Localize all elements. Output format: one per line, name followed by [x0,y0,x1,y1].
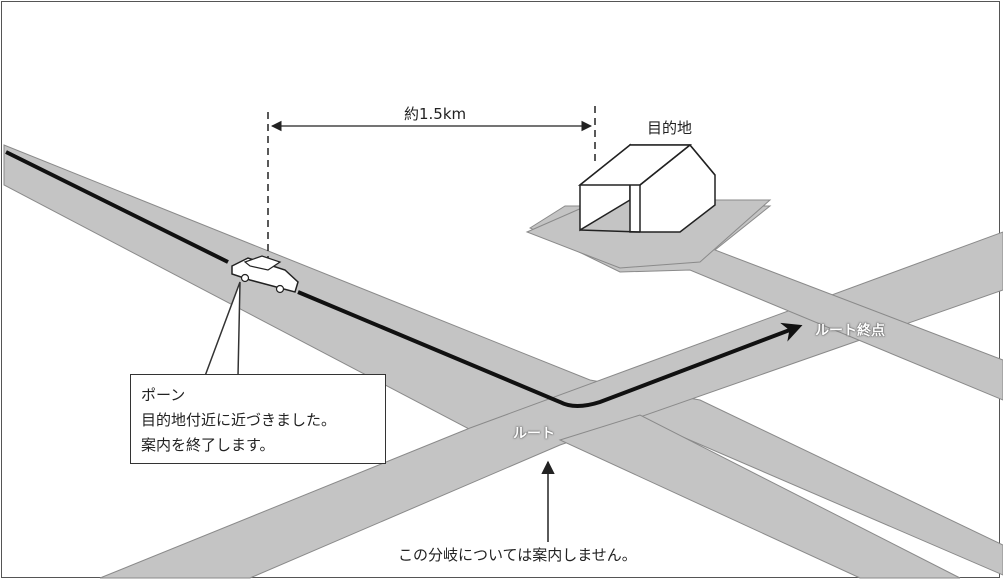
route-line [5,150,795,408]
callout-line-approaching: 目的地付近に近づきました。 [141,411,337,429]
route-end-label: ルート終点 [815,323,885,339]
cross-road [99,231,1003,579]
main-road [3,144,1003,576]
car-icon [231,255,299,294]
destination-house-icon [577,143,716,233]
distance-dimension [267,106,596,258]
route-label: ルート [513,426,555,442]
callout-line-ending: 案内を終了します。 [141,436,275,454]
branch-note-label: この分岐については案内しません。 [398,546,637,564]
destination-label: 目的地 [647,119,693,137]
distance-label: 約1.5km [404,105,467,123]
callout-line-chime: ポーン [141,386,186,404]
callout-pointer [204,281,241,377]
lower-right-road [558,414,961,579]
road-network [3,144,1003,579]
voice-guidance-callout: ポーン 目的地付近に近づきました。 案内を終了します。 [130,374,386,464]
